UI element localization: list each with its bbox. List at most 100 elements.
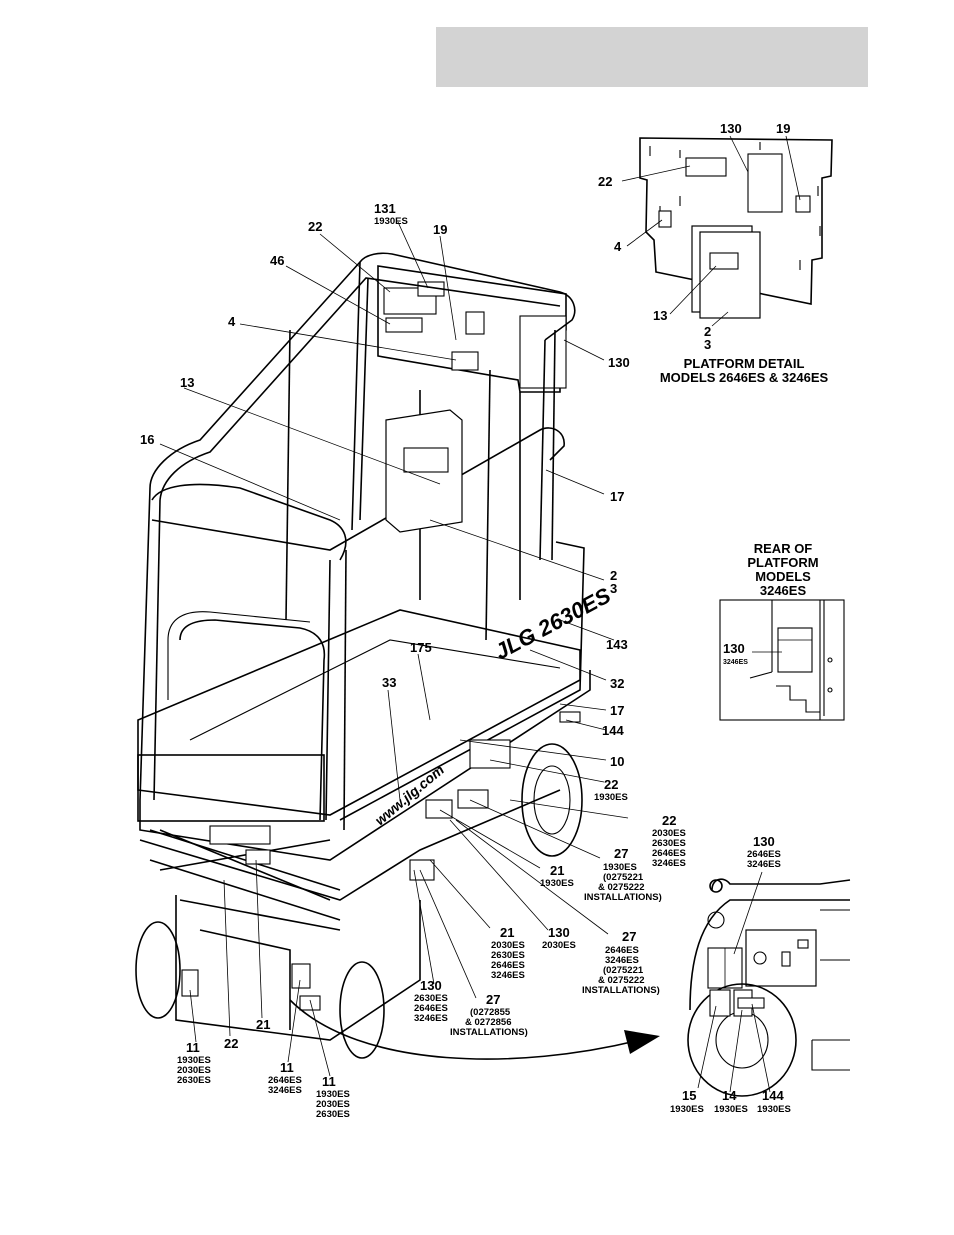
scissor-lift-main-view: JLG 2630ES www.jlg.com: [135, 201, 686, 1120]
callout-11-a-m1: 1930ES: [177, 1055, 211, 1066]
callout-143: 143: [606, 637, 628, 652]
rear-title-line2: PLATFORM: [747, 555, 818, 570]
decal-11-front-c: [299, 995, 321, 1011]
callout-21-c: 21: [256, 1017, 270, 1032]
callout-21-b-m1: 2030ES: [491, 940, 525, 951]
callout-21-b: 21: [500, 925, 514, 940]
decal-21-front: [245, 849, 271, 865]
callout-21-b-m4: 3246ES: [491, 970, 525, 981]
rear-of-platform-detail: REAR OF PLATFORM MODELS 3246ES 130 3246E…: [719, 541, 845, 721]
scissor-arms: [149, 829, 341, 931]
base-detail-right-structure: [811, 909, 850, 1071]
decal-130-main: [519, 315, 567, 389]
callout-19-platform-detail: 19: [776, 121, 790, 136]
decal-4-platform: [658, 210, 672, 228]
callout-17-top: 17: [610, 489, 624, 504]
callout-32: 32: [610, 676, 624, 691]
chassis-middle: [139, 789, 561, 901]
callout-144-base-model: 1930ES: [757, 1104, 791, 1115]
base-control-switch: [753, 951, 767, 965]
front-left-wheel: [135, 921, 181, 1019]
callout-144-base: 144: [762, 1088, 784, 1103]
decal-22-platform: [685, 157, 727, 177]
callout-27-c-m1: (0272855: [470, 1007, 511, 1018]
callout-19-top: 19: [433, 222, 447, 237]
decal-130-rear: [777, 627, 813, 673]
rear-title-line3: MODELS: [755, 569, 811, 584]
base-wheel-hub: [715, 1011, 769, 1069]
rear-wheel: [521, 743, 583, 857]
callout-22-c-m3: 2646ES: [652, 848, 686, 859]
callout-130-rear-model: 3246ES: [723, 659, 748, 666]
callout-4-platform-detail: 4: [614, 239, 622, 254]
decal-130-platform: [747, 153, 783, 213]
callout-130-c: 130: [420, 978, 442, 993]
callout-130-base-m2: 3246ES: [747, 859, 781, 870]
callout-27-a-m3: & 0275222: [598, 882, 644, 893]
callout-11-a-m3: 2630ES: [177, 1075, 211, 1086]
decal-19-platform: [795, 195, 811, 213]
callout-15-base: 15: [682, 1088, 696, 1103]
callout-21-b-m3: 2646ES: [491, 960, 525, 971]
callout-27-c-m3: INSTALLATIONS): [450, 1027, 528, 1038]
top-guardrail-inner: [159, 277, 561, 501]
callout-130-c-m2: 2646ES: [414, 1003, 448, 1014]
front-guardrail-top: [151, 483, 347, 561]
callout-27-b-m5: INSTALLATIONS): [582, 985, 660, 996]
callout-27-a-m1: 1930ES: [603, 862, 637, 873]
callout-33: 33: [382, 675, 396, 690]
callout-17-bottom: 17: [610, 703, 624, 718]
detail-arrow-head: [624, 1030, 660, 1054]
callout-14-base: 14: [722, 1088, 737, 1103]
base-frame-inner: [199, 929, 291, 1030]
callout-22-c-m1: 2030ES: [652, 828, 686, 839]
callout-4-main: 4: [228, 314, 236, 329]
callout-131: 131: [374, 201, 396, 216]
callout-11-a: 11: [186, 1040, 200, 1055]
callout-27-b-m1: 2646ES: [605, 945, 639, 956]
decal-13-main: [403, 447, 449, 473]
callout-130-base: 130: [753, 834, 775, 849]
callout-27-b-m2: 3246ES: [605, 955, 639, 966]
callout-2-main: 2: [610, 568, 617, 583]
decal-144-base: [737, 997, 765, 1009]
callout-27-c: 27: [486, 992, 500, 1007]
detail-arrow-line: [289, 999, 641, 1060]
callout-13-platform-detail: 13: [653, 308, 667, 323]
callout-175: 175: [410, 640, 432, 655]
callout-11-c-m1: 1930ES: [316, 1089, 350, 1100]
rear-platform-structure: [749, 600, 825, 720]
callout-131-model: 1930ES: [374, 216, 408, 227]
callout-46: 46: [270, 253, 284, 268]
callout-22-top: 22: [308, 219, 322, 234]
base-detail-outline: [689, 899, 850, 1011]
callout-27-a: 27: [614, 846, 628, 861]
mid-guardrail: [151, 427, 565, 551]
callout-130-c-m1: 2630ES: [414, 993, 448, 1004]
platform-detail: 130 19 22 4 13 2 3 PLATFORM DETAIL MODEL…: [598, 121, 833, 385]
callout-27-b-m3: (0275221: [603, 965, 644, 976]
callout-13-main: 13: [180, 375, 194, 390]
callout-130-b: 130: [548, 925, 570, 940]
callout-21-a-model: 1930ES: [540, 878, 574, 889]
decal-11-front-b: [291, 963, 311, 989]
top-guardrail: [149, 252, 576, 489]
base-detail-leaders: [697, 871, 771, 1093]
decal-27-side: [457, 789, 489, 809]
callout-22-b-model: 1930ES: [594, 792, 628, 803]
callout-14-base-model: 1930ES: [714, 1104, 748, 1115]
callout-11-c: 11: [322, 1074, 336, 1089]
base-control-key: [781, 951, 791, 967]
platform-deck: [137, 609, 581, 816]
callout-2-platform-detail: 2: [704, 324, 711, 339]
callout-27-b: 27: [622, 929, 636, 944]
front-gate: [179, 619, 326, 821]
callout-27-c-m2: & 0272856: [465, 1017, 511, 1028]
callout-22-platform-detail: 22: [598, 174, 612, 189]
rear-detail-frame: [719, 599, 845, 721]
callout-130-rear: 130: [723, 641, 745, 656]
callout-22-d: 22: [224, 1036, 238, 1051]
base-wheel: [687, 983, 797, 1097]
callout-130-main: 130: [608, 355, 630, 370]
rear-title-line4: 3246ES: [760, 583, 807, 598]
